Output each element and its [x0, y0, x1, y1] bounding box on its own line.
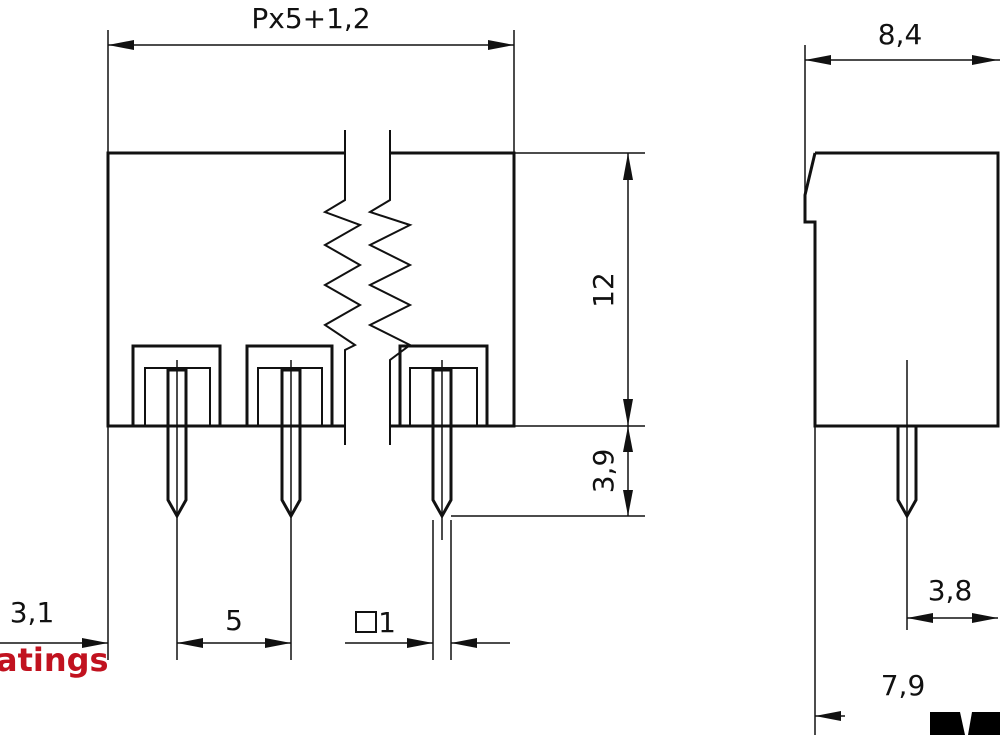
pin-housing-2	[245, 344, 334, 426]
overall-width-label: Px5+1,2	[251, 2, 370, 35]
edge-offset-label: 3,1	[10, 596, 55, 629]
pin-length-label: 3,9	[587, 449, 620, 494]
pin-2	[280, 360, 302, 660]
dim-pin-length: 3,9	[587, 426, 633, 516]
pin-1	[166, 360, 188, 660]
height-label: 12	[587, 272, 620, 308]
front-view: Px5+1,2 12 3,9 3,1 5	[0, 2, 645, 660]
square-symbol-icon	[355, 611, 377, 633]
side-pin-offset-label: 3,8	[928, 574, 973, 607]
dim-side-pin-offset: 3,8	[907, 574, 998, 623]
side-base-label: 7,9	[881, 669, 926, 702]
dim-overall-width: Px5+1,2	[108, 2, 514, 50]
side-view: 8,4 3,8 7,9	[803, 18, 1000, 735]
partial-logo-mark	[930, 712, 1000, 735]
watermark-logo: atings	[0, 641, 109, 679]
pin-housing-3	[398, 344, 489, 426]
pin-3	[431, 360, 453, 540]
dim-side-width: 8,4	[805, 18, 1000, 65]
side-width-label: 8,4	[878, 18, 923, 51]
dim-pin-square: 1	[345, 606, 510, 648]
dim-edge-offset: 3,1	[0, 596, 108, 648]
dim-pitch: 5	[177, 604, 291, 648]
pin-square-label: 1	[378, 606, 396, 639]
pitch-label: 5	[225, 604, 243, 637]
break-lines	[322, 130, 413, 445]
dim-height: 12	[587, 153, 633, 426]
